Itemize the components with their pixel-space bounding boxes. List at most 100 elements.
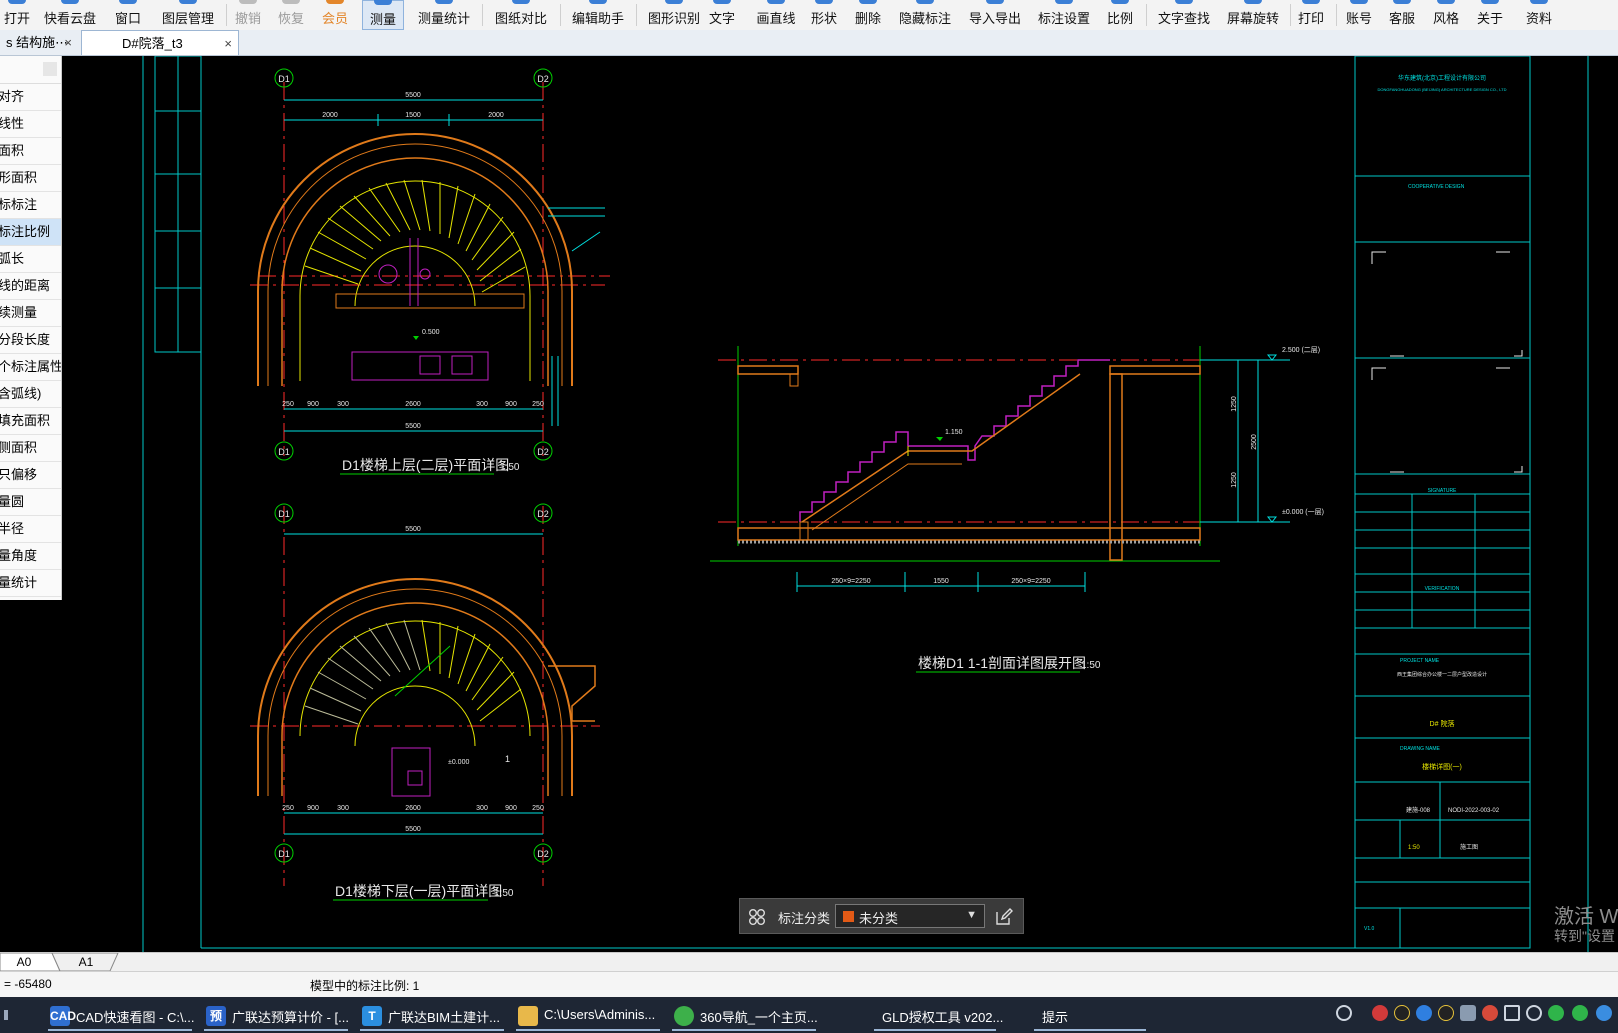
- title-block-label: DRAWING NAME: [1400, 746, 1440, 752]
- menu-item-segment-length[interactable]: 分段长度: [0, 327, 61, 354]
- taskbar-item-360-browser[interactable]: 360导航_一个主页...: [668, 999, 820, 1031]
- toolbar-button-layers[interactable]: 图层管理: [155, 0, 221, 30]
- toolbar-button-shape-recognition[interactable]: 图形识别: [641, 0, 707, 30]
- menu-item-annotation-properties[interactable]: 个标注属性: [0, 354, 61, 381]
- 360-browser-icon: [674, 1006, 694, 1026]
- stair-slab: [801, 373, 1081, 523]
- toolbar-button-shape[interactable]: 形状: [807, 0, 841, 30]
- taskbar-item-cad-viewer[interactable]: CAD CAD快速看图 - C:\...: [44, 999, 196, 1031]
- toolbar-button-print[interactable]: 打印: [1294, 0, 1328, 30]
- menu-item-coordinate-label[interactable]: 标标注: [0, 192, 61, 219]
- toolbar-button-cloud-drive[interactable]: 快看云盘: [42, 0, 98, 30]
- volume-icon[interactable]: [1526, 1005, 1542, 1021]
- grid-view-icon[interactable]: [748, 908, 766, 926]
- menu-close-icon[interactable]: [43, 62, 57, 76]
- menu-item-continuous-measure[interactable]: 续测量: [0, 300, 61, 327]
- toolbar-button-measure[interactable]: 测量: [362, 0, 404, 30]
- edit-icon[interactable]: [995, 908, 1013, 926]
- menu-item-radius[interactable]: 半径: [0, 516, 61, 543]
- wechat-tray-icon-2[interactable]: [1572, 1005, 1588, 1021]
- toolbar-button-redo[interactable]: 恢复: [274, 0, 308, 30]
- measure-dropdown-menu: 对齐 线性 面积 形面积 标标注 标注比例 弧长 线的距离 续测量 分段长度 个…: [0, 56, 62, 600]
- level-text: 1.150: [945, 429, 963, 436]
- qq-tray-icon[interactable]: [1394, 1005, 1410, 1021]
- toolbar-button-undo[interactable]: 撤销: [231, 0, 265, 30]
- toolbar-button-import-export[interactable]: 导入导出: [962, 0, 1028, 30]
- project-number: NODI-2022-003-02: [1448, 808, 1500, 814]
- menu-item-linear[interactable]: 线性: [0, 111, 61, 138]
- company-name-en: DONGFANGHUADONG (BEIJING) ARCHITECTURE D…: [1377, 87, 1506, 92]
- toolbar-button-delete[interactable]: 删除: [851, 0, 885, 30]
- menu-item-fill-area[interactable]: 填充面积: [0, 408, 61, 435]
- toolbar-button-compare[interactable]: 图纸对比: [488, 0, 554, 30]
- model-annotation-scale: 模型中的标注比例: 1: [310, 979, 420, 993]
- project-name: 西王集团综合办公楼一二层户型改造设计: [1397, 671, 1487, 678]
- tab-courtyard-drawing[interactable]: D#院落_t3 ×: [81, 30, 239, 55]
- toolbar-button-measure-stats[interactable]: 测量统计: [411, 0, 477, 30]
- annotation-category-select[interactable]: 未分类 ▼: [835, 904, 985, 928]
- toolbar-button-window[interactable]: 窗口: [110, 0, 146, 30]
- menu-item-annotation-scale[interactable]: 标注比例: [0, 219, 61, 246]
- about-icon: [1481, 0, 1499, 4]
- people-icon[interactable]: [1336, 1005, 1352, 1021]
- toolbar-button-scale[interactable]: 比例: [1103, 0, 1137, 30]
- menu-item-side-area[interactable]: 侧面积: [0, 435, 61, 462]
- company-name: 华东建筑(北京)工程设计有限公司: [1398, 74, 1486, 82]
- toolbar-button-text[interactable]: 文字: [705, 0, 739, 30]
- toolbar-button-draw-line[interactable]: 画直线: [752, 0, 800, 30]
- menu-item-measure-angle[interactable]: 量角度: [0, 543, 61, 570]
- start-icon: [4, 1010, 8, 1020]
- svg-text:250: 250: [282, 805, 294, 812]
- wall-line: [267, 588, 563, 796]
- toolbar-button-hide-annotations[interactable]: 隐藏标注: [892, 0, 958, 30]
- device-tray-icon[interactable]: [1460, 1005, 1476, 1021]
- tab-close-icon[interactable]: ×: [64, 35, 72, 50]
- wall-line: [281, 602, 549, 796]
- cad-drawing-canvas[interactable]: D1 D2 D1 D2 5500 2000 1500 2000: [0, 56, 1618, 952]
- antivirus-tray-icon[interactable]: [1372, 1005, 1388, 1021]
- tab-structure-drawing[interactable]: s 结构施⋯ ×: [0, 30, 78, 55]
- menu-item-arc-length[interactable]: 弧长: [0, 246, 61, 273]
- upper-floor-plan: D1 D2 D1 D2 5500 2000 1500 2000: [250, 68, 610, 475]
- windows-taskbar: CAD CAD快速看图 - C:\... 预 广联达预算计价 - [... T …: [0, 997, 1618, 1033]
- menu-item-area[interactable]: 面积: [0, 138, 61, 165]
- drawing-title: D1楼梯下层(一层)平面详图: [335, 883, 502, 899]
- toolbar-button-vip[interactable]: 会员: [318, 0, 352, 30]
- taskbar-item-gld-license[interactable]: GLD授权工具 v202...: [870, 999, 1003, 1031]
- toolbar-button-customer-service[interactable]: 客服: [1385, 0, 1419, 30]
- menu-item-line-distance[interactable]: 线的距离: [0, 273, 61, 300]
- taskbar-item-file-explorer[interactable]: C:\Users\Adminis...: [512, 999, 664, 1031]
- title-block: 华东建筑(北京)工程设计有限公司 DONGFANGHUADONG (BEIJIN…: [1354, 56, 1531, 949]
- menu-item-offset[interactable]: 只偏移: [0, 462, 61, 489]
- qq-tray-icon-2[interactable]: [1438, 1005, 1454, 1021]
- wechat-tray-icon[interactable]: [1548, 1005, 1564, 1021]
- svg-text:900: 900: [307, 401, 319, 408]
- menu-item-measure-circle[interactable]: 量圆: [0, 489, 61, 516]
- dimension-text: 5500: [405, 423, 421, 430]
- toolbar-button-edit-assistant[interactable]: 编辑助手: [565, 0, 631, 30]
- toolbar-button-annotation-settings[interactable]: 标注设置: [1031, 0, 1097, 30]
- toolbar-button-about[interactable]: 关于: [1473, 0, 1507, 30]
- toolbar-button-text-search[interactable]: 文字查找: [1151, 0, 1217, 30]
- tab-close-icon[interactable]: ×: [224, 36, 232, 51]
- taskbar-start-area[interactable]: [0, 997, 44, 1033]
- toolbar-button-open[interactable]: 打开: [0, 0, 34, 30]
- g-app-tray-icon[interactable]: [1416, 1005, 1432, 1021]
- menu-item-measure-stats[interactable]: 量统计: [0, 570, 61, 597]
- toolbar-button-account[interactable]: 账号: [1342, 0, 1376, 30]
- taskbar-item-glodon-bim[interactable]: T 广联达BIM土建计...: [356, 999, 508, 1031]
- toolbar-button-theme[interactable]: 风格: [1429, 0, 1463, 30]
- layout-tab-a0[interactable]: A0: [16, 955, 32, 969]
- toolbar-button-documents[interactable]: 资料: [1522, 0, 1556, 30]
- menu-item-with-arc[interactable]: 含弧线): [0, 381, 61, 408]
- security-tray-icon[interactable]: [1482, 1005, 1498, 1021]
- menu-item-align-dimension[interactable]: 对齐: [0, 84, 61, 111]
- screen-rotate-icon: [1244, 0, 1262, 4]
- taskbar-item-prompt[interactable]: 提示: [1030, 999, 1150, 1031]
- toolbar-button-screen-rotate[interactable]: 屏幕旋转: [1220, 0, 1286, 30]
- taskbar-item-glodon-budget[interactable]: 预 广联达预算计价 - [...: [200, 999, 352, 1031]
- network-icon[interactable]: [1504, 1005, 1520, 1021]
- menu-item-shape-area[interactable]: 形面积: [0, 165, 61, 192]
- app-tray-icon[interactable]: [1596, 1005, 1612, 1021]
- layout-tab-a1[interactable]: A1: [78, 955, 94, 969]
